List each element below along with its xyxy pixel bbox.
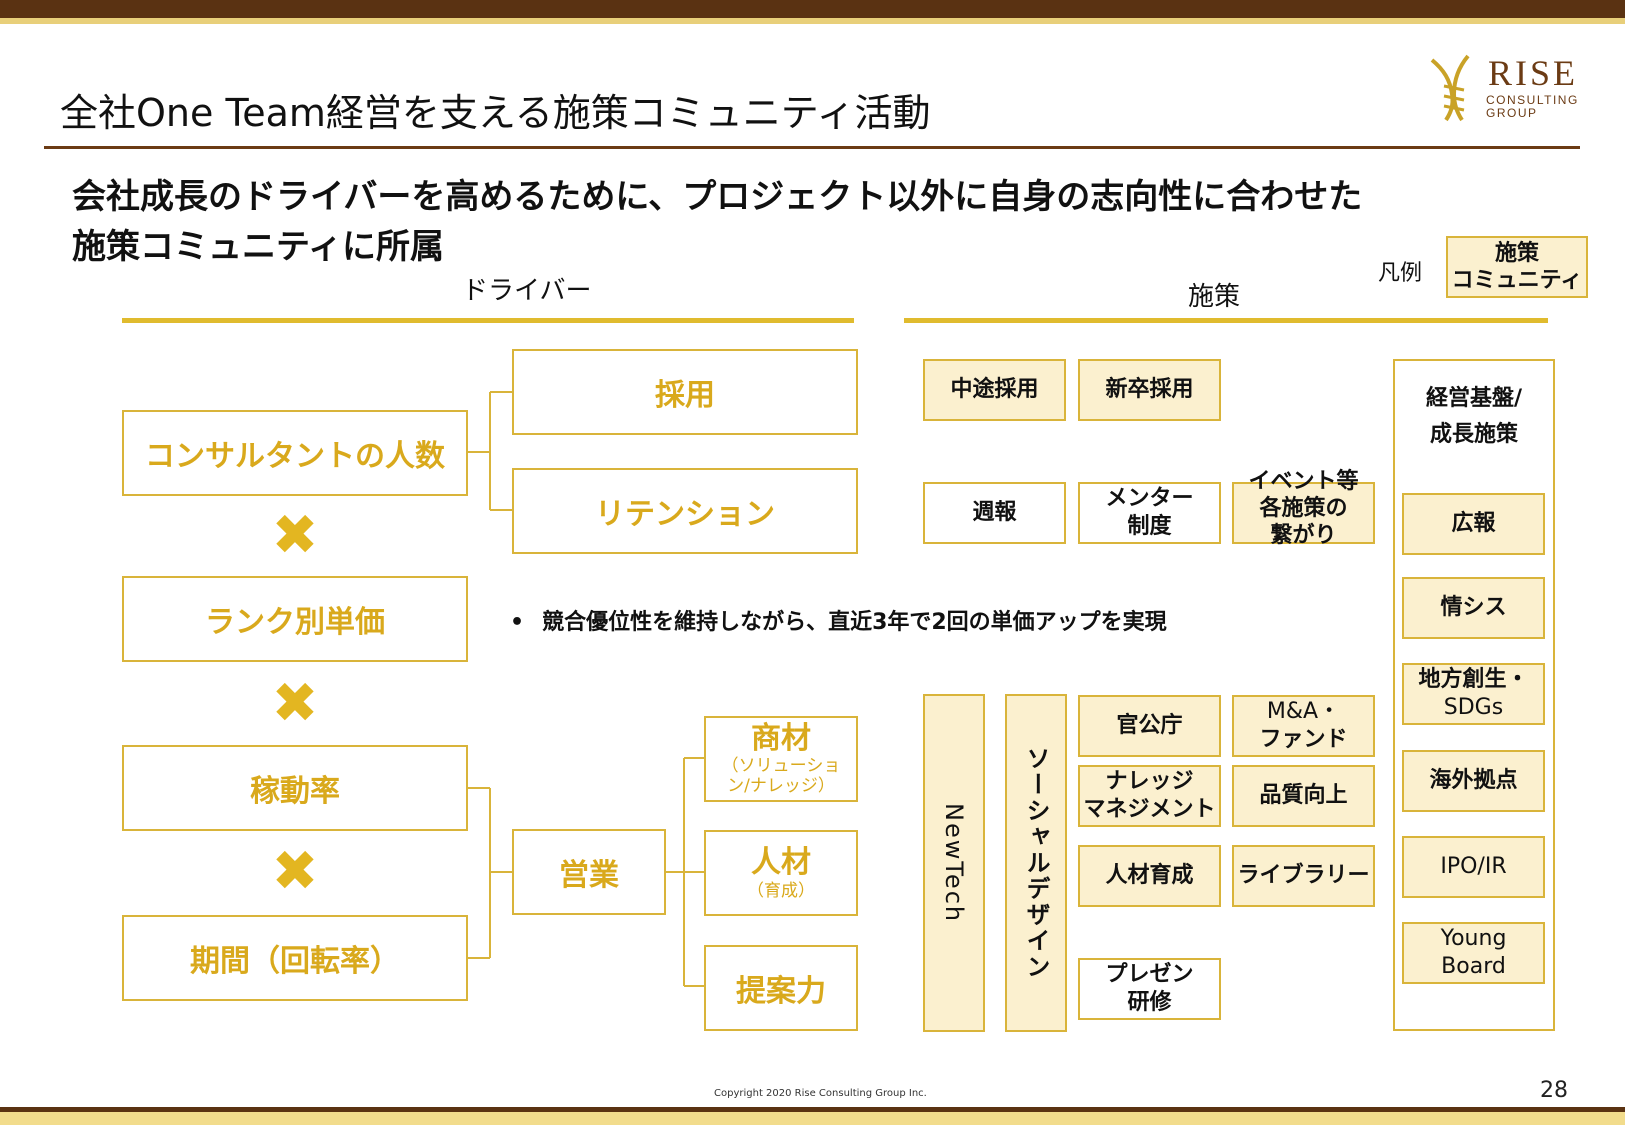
multiply-icon: ✖ [271,503,319,568]
driver-utilization: 稼動率 [122,745,468,831]
logo-mark-icon [1430,54,1470,122]
legend-community-box: 施策コミュニティ [1446,236,1588,298]
measure-social-design: ソーシャルデザイン [1005,694,1067,1032]
measure-quality: 品質向上 [1232,765,1375,827]
measure-ma-fund: M&A・ファンド [1232,695,1375,757]
top-border-bar [0,0,1625,18]
driver-rank-price: ランク別単価 [122,576,468,662]
measure-presentation-training: プレゼン研修 [1078,958,1221,1020]
driver-recruit: 採用 [512,349,858,435]
measure-newtech: NewTech [923,694,985,1032]
driver-products: 商材 （ソリューション/ナレッジ） [704,716,858,802]
multiply-icon: ✖ [271,839,319,904]
title-divider [44,146,1580,149]
headline-line-2: 施策コミュニティに所属 [72,227,444,267]
measures-header: 施策 [1188,282,1241,312]
measure-regional-sdgs: 地方創生・SDGs [1402,663,1545,725]
legend-label: 凡例 [1378,261,1423,286]
driver-people-main: 人材 [751,845,811,880]
measures-header-rule [904,318,1548,323]
measure-overseas: 海外拠点 [1402,750,1545,812]
headline: 会社成長のドライバーを高めるために、プロジェクト以外に自身の志向性に合わせた 施… [72,172,1472,272]
measure-training: 人材育成 [1078,845,1221,907]
measure-knowledge-management: ナレッジマネジメント [1078,765,1221,827]
driver-proposal: 提案力 [704,945,858,1031]
measure-infosys: 情シス [1402,577,1545,639]
rank-price-note: •競合優位性を維持しながら、直近3年で2回の単価アップを実現 [510,610,1167,635]
top-accent-bar [0,18,1625,24]
logo-wordmark: RISE [1488,53,1579,93]
measure-midcareer: 中途採用 [923,359,1066,421]
driver-products-main: 商材 [751,721,811,756]
copyright: Copyright 2020 Rise Consulting Group Inc… [714,1088,927,1099]
headline-line-1: 会社成長のドライバーを高めるために、プロジェクト以外に自身の志向性に合わせた [72,177,1363,217]
measure-weekly-report: 週報 [923,482,1066,544]
driver-sales: 営業 [512,829,666,915]
measure-government: 官公庁 [1078,695,1221,757]
slide-title: 全社One Team経営を支える施策コミュニティ活動 [60,91,931,135]
multiply-icon: ✖ [271,671,319,736]
drivers-header: ドライバー [462,276,592,306]
driver-people-sub: （育成） [747,881,815,901]
driver-people: 人材 （育成） [704,830,858,916]
page-number: 28 [1540,1078,1568,1103]
bottom-accent-bar [0,1112,1625,1125]
bottom-border-bar [0,1107,1625,1112]
drivers-header-rule [122,318,854,323]
measure-ipo-ir: IPO/IR [1402,836,1545,898]
measure-mentor: メンター制度 [1078,482,1221,544]
driver-products-sub: （ソリューション/ナレッジ） [721,756,841,796]
measure-newgrad: 新卒採用 [1078,359,1221,421]
driver-retention: リテンション [512,468,858,554]
measure-event-connection: イベント等各施策の繋がり [1232,469,1375,548]
driver-consultant-count: コンサルタントの人数 [122,410,468,496]
measure-library: ライブラリー [1232,845,1375,907]
measure-pr: 広報 [1402,493,1545,555]
driver-period: 期間（回転率） [122,915,468,1001]
management-foundation-title: 経営基盤/成長施策 [1425,386,1523,447]
